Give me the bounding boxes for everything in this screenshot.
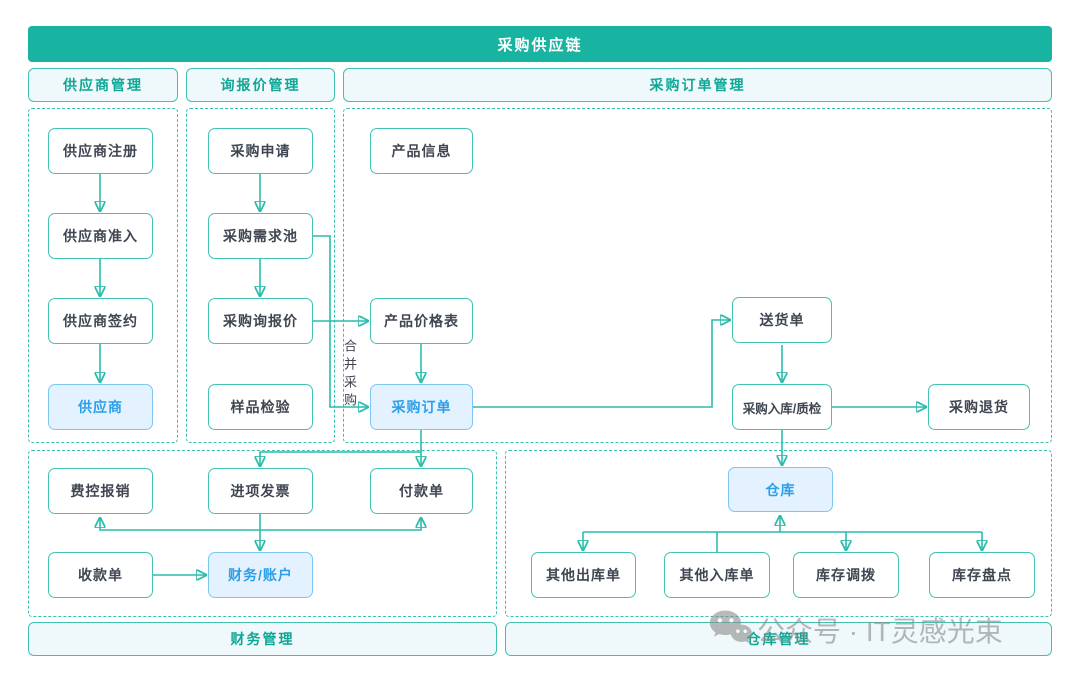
node-demand-pool: 采购需求池 [208,213,313,259]
edge-label-merge-purchase: 合并采购 [342,339,357,411]
wechat-icon [708,608,752,651]
node-other-inbound: 其他入库单 [664,552,770,598]
diagram-title: 采购供应链 [28,26,1052,62]
node-supplier-register: 供应商注册 [48,128,153,174]
zone-finance-management [28,450,497,617]
node-purchase-inquiry: 采购询报价 [208,298,313,344]
node-input-invoice: 进项发票 [208,468,313,514]
node-purchase-request: 采购申请 [208,128,313,174]
node-supplier-admission: 供应商准入 [48,213,153,259]
zone-warehouse-management [505,450,1052,617]
node-price-list: 产品价格表 [370,298,473,344]
zone-supplier-management [28,108,178,443]
section-header-purchase-order-management: 采购订单管理 [343,68,1052,102]
watermark: 公众号 · IT灵感光束 [708,608,1003,651]
node-expense-reimburse: 费控报销 [48,468,153,514]
node-inbound-qc: 采购入库/质检 [732,384,832,430]
section-footer-warehouse-management: 仓库管理 [505,622,1052,656]
watermark-text: 公众号 · IT灵感光束 [757,615,1003,647]
node-warehouse: 仓库 [728,467,833,512]
node-product-info: 产品信息 [370,128,473,174]
node-finance-account: 财务/账户 [208,552,313,598]
node-other-outbound: 其他出库单 [531,552,636,598]
node-delivery-note: 送货单 [732,297,832,343]
node-receipt-slip: 收款单 [48,552,153,598]
node-supplier-sign: 供应商签约 [48,298,153,344]
node-purchase-order: 采购订单 [370,384,473,430]
node-sample-inspection: 样品检验 [208,384,313,430]
section-header-inquiry-management: 询报价管理 [186,68,335,102]
section-header-supplier-management: 供应商管理 [28,68,178,102]
node-purchase-return: 采购退货 [928,384,1030,430]
section-footer-finance-management: 财务管理 [28,622,497,656]
node-stock-transfer: 库存调拨 [793,552,899,598]
node-supplier: 供应商 [48,384,153,430]
node-stock-count: 库存盘点 [929,552,1035,598]
node-payment-slip: 付款单 [370,468,473,514]
